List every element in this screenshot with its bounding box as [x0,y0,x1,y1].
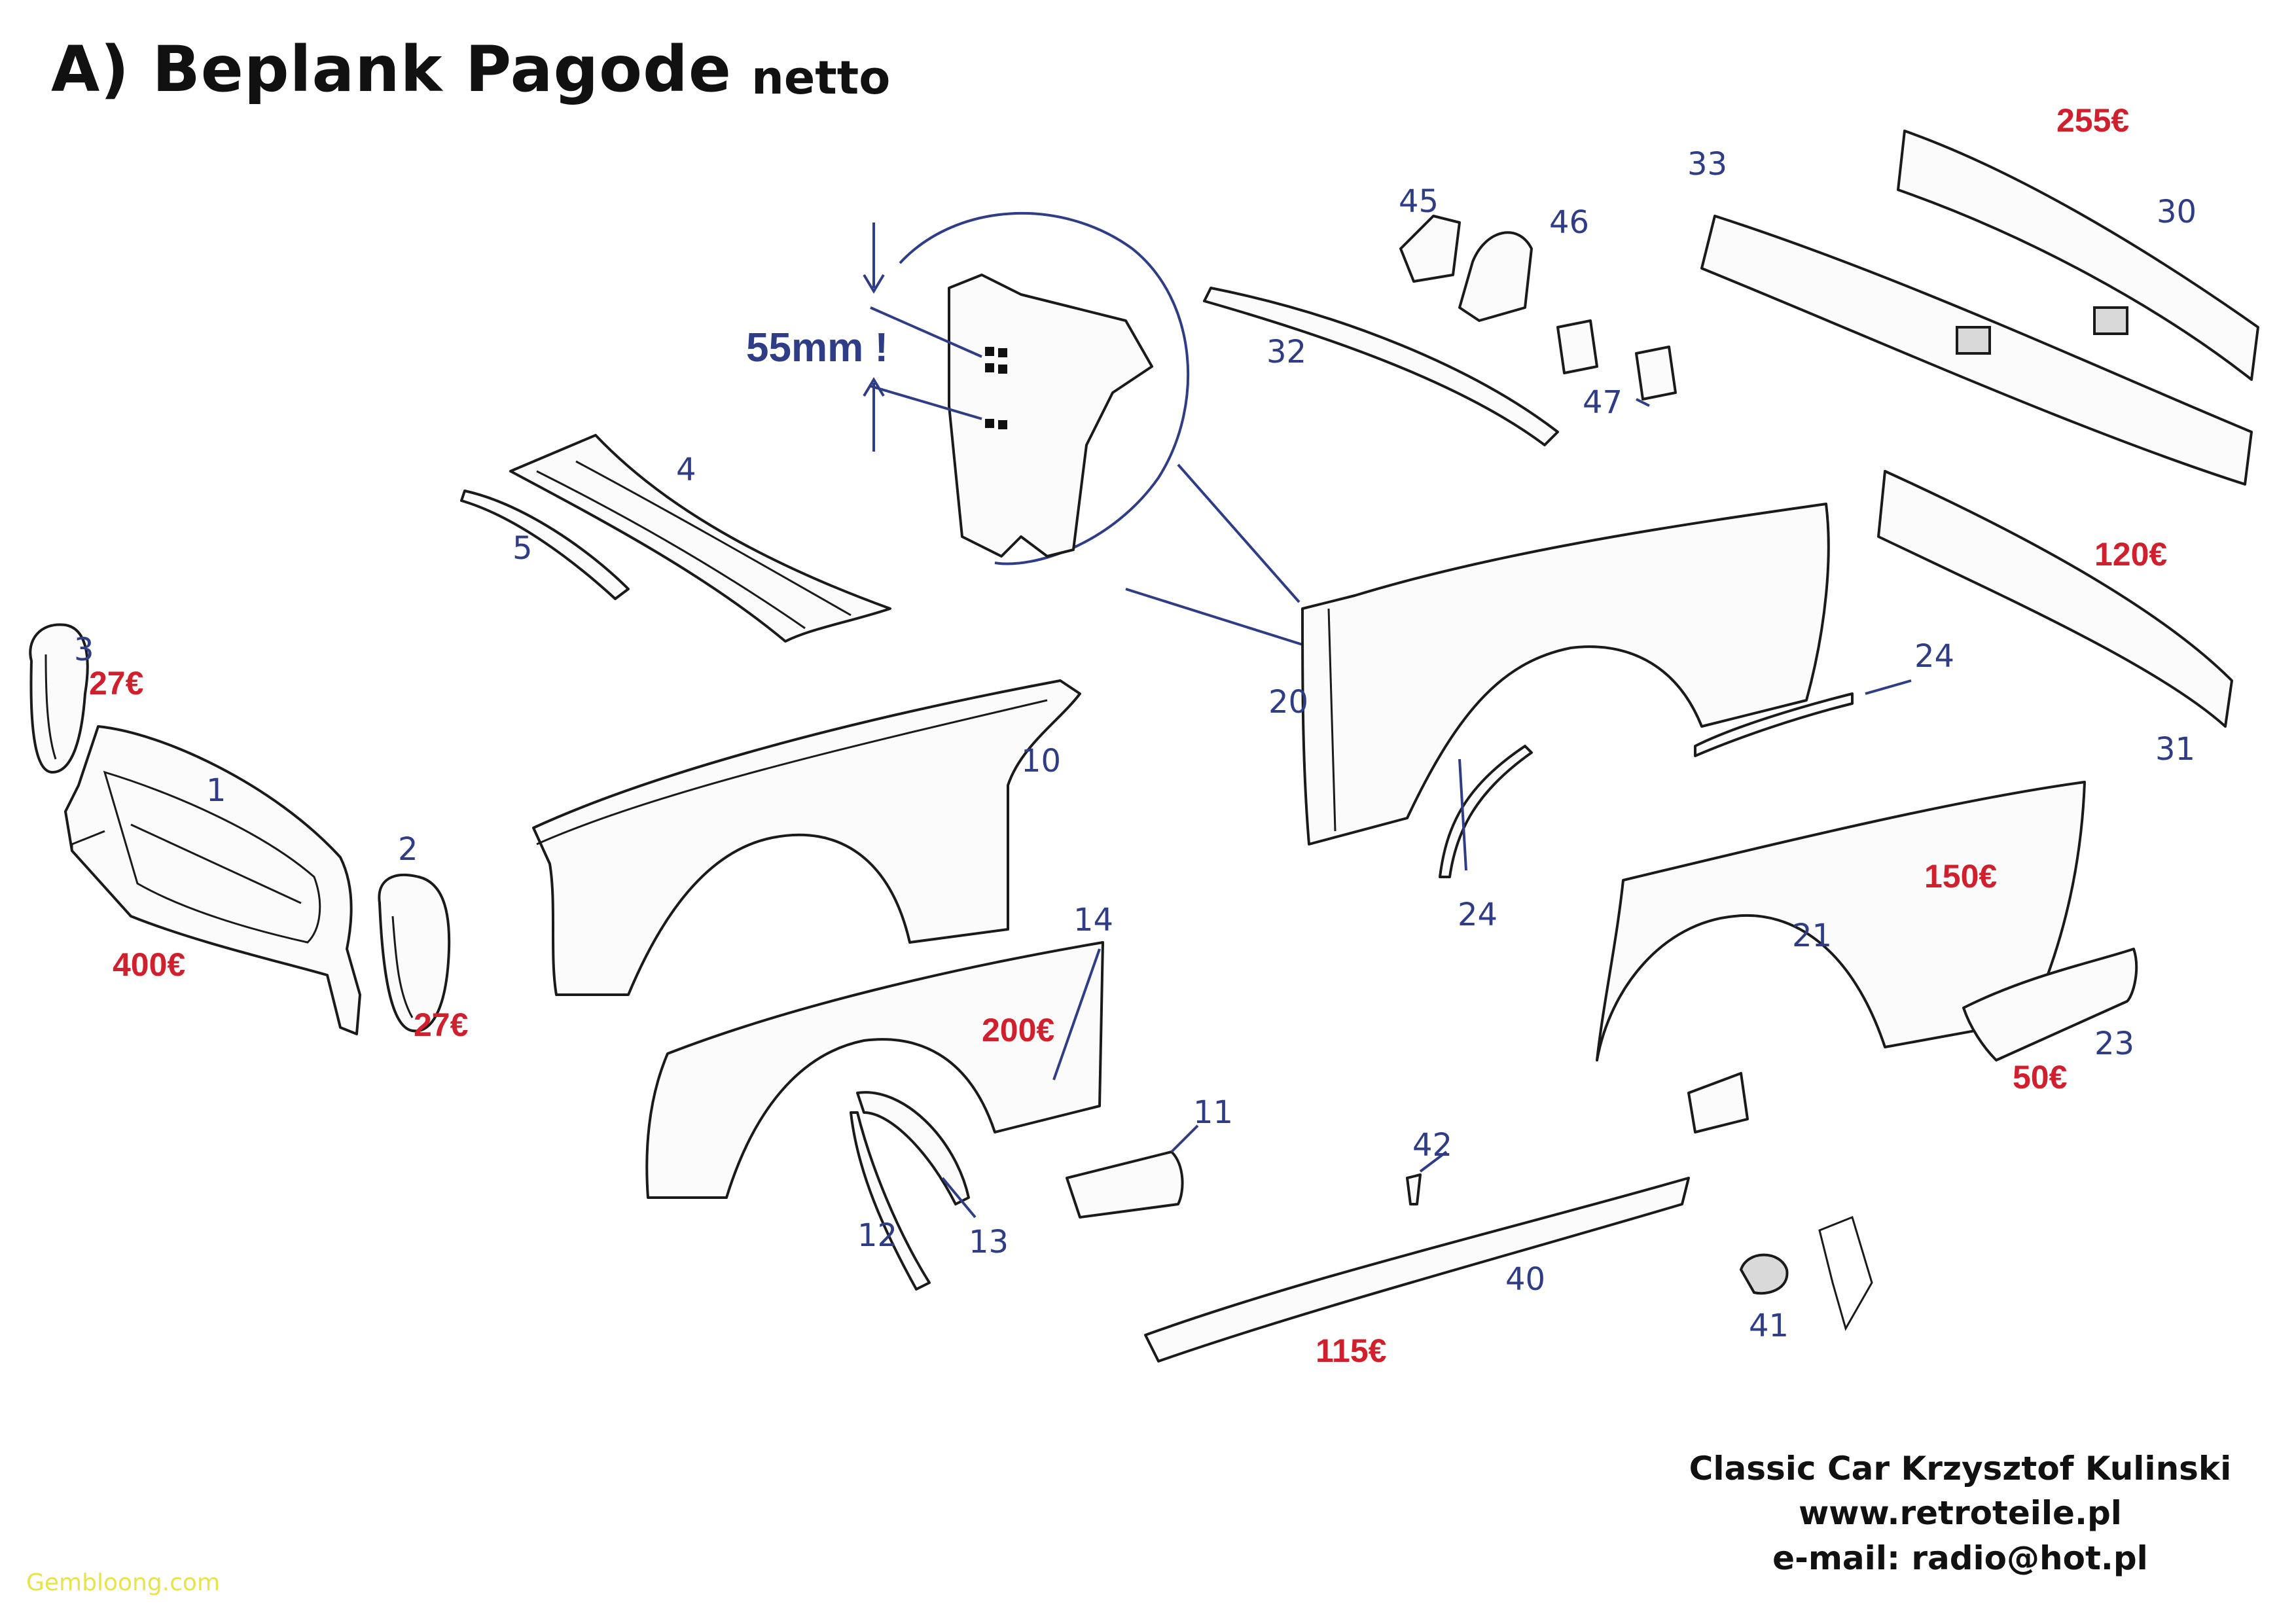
part-30-33-rear-panels [1700,130,2259,486]
leader-24b [1458,758,1467,871]
part-41-jack-point [1739,1215,1873,1331]
part-number-30: 30 [2157,194,2197,230]
price-rear-fender: 150€ [1924,858,1998,895]
price-rocker-panel: 115€ [1316,1332,1387,1369]
part-20-rear-quarter [1301,503,1830,846]
leader-14 [1052,948,1101,1080]
part-number-10: 10 [1021,743,1062,779]
part-number-24-lower: 24 [1458,897,1498,933]
part-number-40: 40 [1505,1261,1546,1298]
part-number-13: 13 [969,1224,1009,1260]
part-number-21: 21 [1792,918,1833,954]
price-headlamp-left: 27€ [89,665,144,702]
part-number-42: 42 [1412,1127,1453,1164]
footer-company: Classic Car Krzysztof Kulinski [1689,1450,2232,1488]
part-4-cowl-panel [509,434,891,643]
part-31-rear-apron [1877,470,2233,728]
footer-website: www.retroteile.pl [1799,1494,2122,1532]
part-number-32: 32 [1266,334,1307,370]
price-grille: 400€ [113,946,186,983]
footer-email: e-mail: radio@hot.pl [1772,1539,2148,1577]
part-45-46-47-brackets [1399,215,1677,401]
part-5-cowl-strip [460,490,630,600]
leader-24a [1865,679,1912,695]
price-rear-trim: 50€ [2013,1059,2068,1096]
part-number-11: 11 [1193,1094,1234,1131]
part-number-24-upper: 24 [1914,638,1955,675]
part-24-strips [1439,692,1854,878]
part-23-trim [1962,948,2138,1061]
part-number-33: 33 [1687,146,1728,183]
part-1-grille [64,725,361,1035]
part-number-4: 4 [676,452,696,488]
price-headlamp-right: 27€ [414,1007,469,1043]
price-rear-apron-lower: 120€ [2094,536,2168,573]
dimension-note: 55mm ! [746,325,889,370]
part-number-47: 47 [1583,384,1623,421]
part-detail-pillar [863,212,1303,646]
part-number-46: 46 [1549,204,1590,241]
part-3-headlamp-bezel-left [29,623,89,774]
leader-13 [941,1177,977,1219]
part-11-trim-panel [1066,1150,1184,1219]
part-number-31: 31 [2155,731,2196,768]
part-12-13-wheel-arch [850,1091,970,1291]
page-title: A) Beplank Pagode [51,33,732,106]
part-14-front-fender-lower [645,941,1104,1199]
part-42-clip [1406,1173,1422,1205]
part-number-14: 14 [1073,902,1114,938]
part-number-20: 20 [1268,684,1309,721]
part-number-12: 12 [857,1217,898,1254]
part-number-3: 3 [74,632,94,668]
part-2-headlamp-bezel-right [378,873,451,1033]
part-small-plate [1687,1072,1749,1133]
leader-42 [1419,1150,1448,1173]
part-10-front-fender [532,679,1081,996]
part-40-rocker-panel [1144,1177,1690,1363]
part-number-23: 23 [2094,1026,2135,1062]
price-rear-apron-upper: 255€ [2056,102,2130,139]
part-32-strip [1203,287,1559,446]
part-number-2: 2 [398,831,418,868]
part-number-1: 1 [206,772,226,809]
part-number-45: 45 [1399,183,1439,220]
watermark: Gembloong.com [26,1569,221,1596]
leader-47 [1636,398,1650,407]
price-front-fender: 200€ [982,1012,1055,1048]
leader-11 [1170,1124,1199,1153]
part-number-41: 41 [1749,1308,1789,1344]
part-21-rear-fender [1596,781,2086,1061]
part-number-5: 5 [512,530,533,567]
page-subtitle: netto [751,51,891,105]
